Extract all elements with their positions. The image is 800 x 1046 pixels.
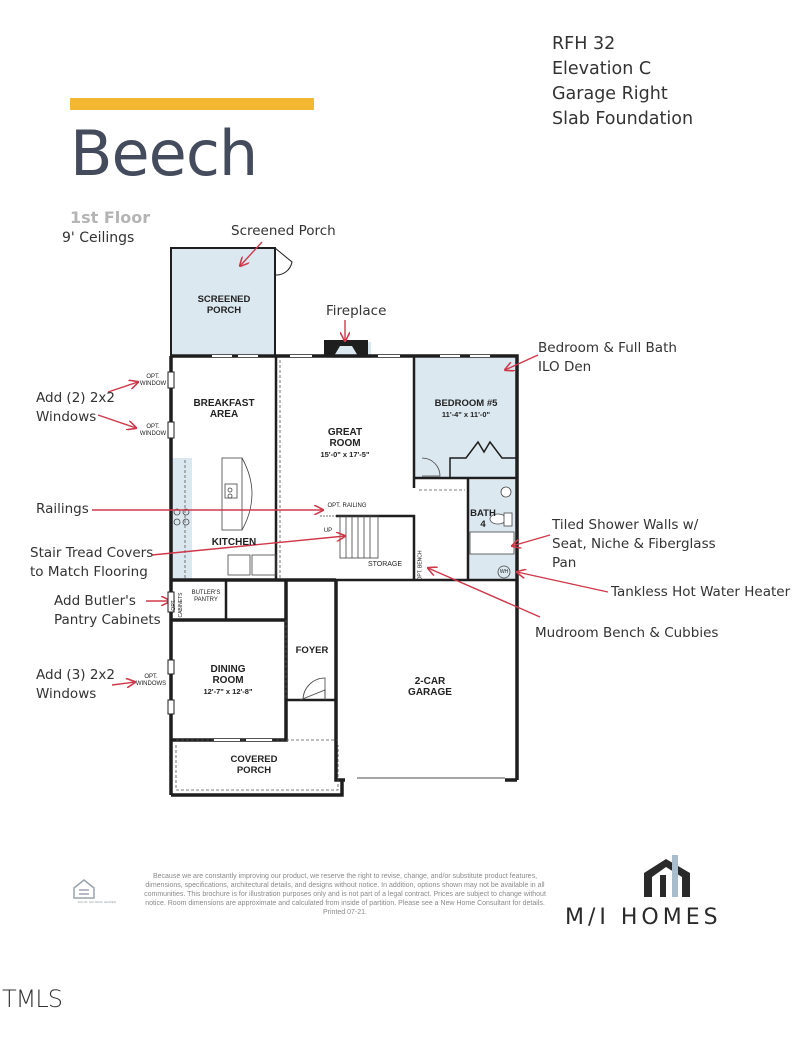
info-lot: RFH 32 [552,34,616,54]
room-garage: 2-CAR GARAGE [408,676,452,698]
room-breakfast-area: BREAKFAST AREA [193,398,255,420]
room-foyer: FOYER [295,645,329,656]
callout-add-3-windows: Add (3) 2x2 Windows [36,667,116,702]
opt-cabinets-label: OPT. CABINETS [171,592,184,618]
room-great-room: GREAT ROOM 15'-0" x 17'-5" [320,427,370,459]
mls-watermark: TMLS [2,985,63,1013]
plan-title: Beech [70,117,258,190]
room-bedroom-5: BEDROOM #5 11'-4" x 11'-0" [434,398,498,419]
disclaimer: Because we are constantly improving our … [144,873,546,916]
opt-bench-label: OPT. BENCH [417,550,424,581]
room-screened-porch: SCREENED PORCH [197,294,251,316]
water-heater-label: WH [499,569,509,575]
info-garage: Garage Right [552,84,668,104]
callout-mudroom: Mudroom Bench & Cubbies [535,625,719,641]
callout-railings: Railings [36,501,89,517]
info-elevation: Elevation C [552,59,652,79]
opt-window-label-1: OPT. WINDOW [139,374,167,387]
opt-railing-label: OPT. RAILING [327,503,367,509]
stairs-up-label: UP [323,528,333,534]
room-dining: DINING ROOM 12'-7" x 12'-8" [203,664,253,696]
equal-housing-label: EQUAL HOUSING LENDER [78,900,116,904]
room-kitchen: KITCHEN [211,537,257,548]
kitchen-counter [172,458,192,580]
callout-stair-treads: Stair Tread Covers to Match Flooring [30,545,154,580]
callout-butlers-pantry: Add Butler's Pantry Cabinets [54,593,161,628]
accent-bar [70,98,314,110]
room-butlers-pantry: BUTLER'S PANTRY [191,590,221,603]
bath4-fill [468,480,518,580]
opt-windows-label: OPT. WINDOWS [135,674,167,687]
info-foundation: Slab Foundation [552,109,694,129]
opt-window-label-2: OPT. WINDOW [139,424,167,437]
brand-name: M/I HOMES [565,905,722,930]
room-covered-porch: COVERED PORCH [230,754,278,776]
callout-bedroom: Bedroom & Full Bath ILO Den [538,340,677,375]
plan-info: RFH 32 Elevation C Garage Right Slab Fou… [552,32,693,132]
callout-water-heater: Tankless Hot Water Heater [611,584,791,600]
callout-tiled-shower: Tiled Shower Walls w/ Seat, Niche & Fibe… [552,517,716,571]
callout-screened-porch: Screened Porch [231,223,336,239]
ceilings-label: 9' Ceilings [62,230,135,246]
callout-fireplace: Fireplace [326,303,387,319]
room-bath-4: BATH 4 [470,508,496,530]
callout-add-2-windows: Add (2) 2x2 Windows [36,390,116,425]
screened-porch-fill [171,248,275,354]
room-storage: STORAGE [367,561,403,568]
floor-label: 1st Floor [70,208,151,227]
